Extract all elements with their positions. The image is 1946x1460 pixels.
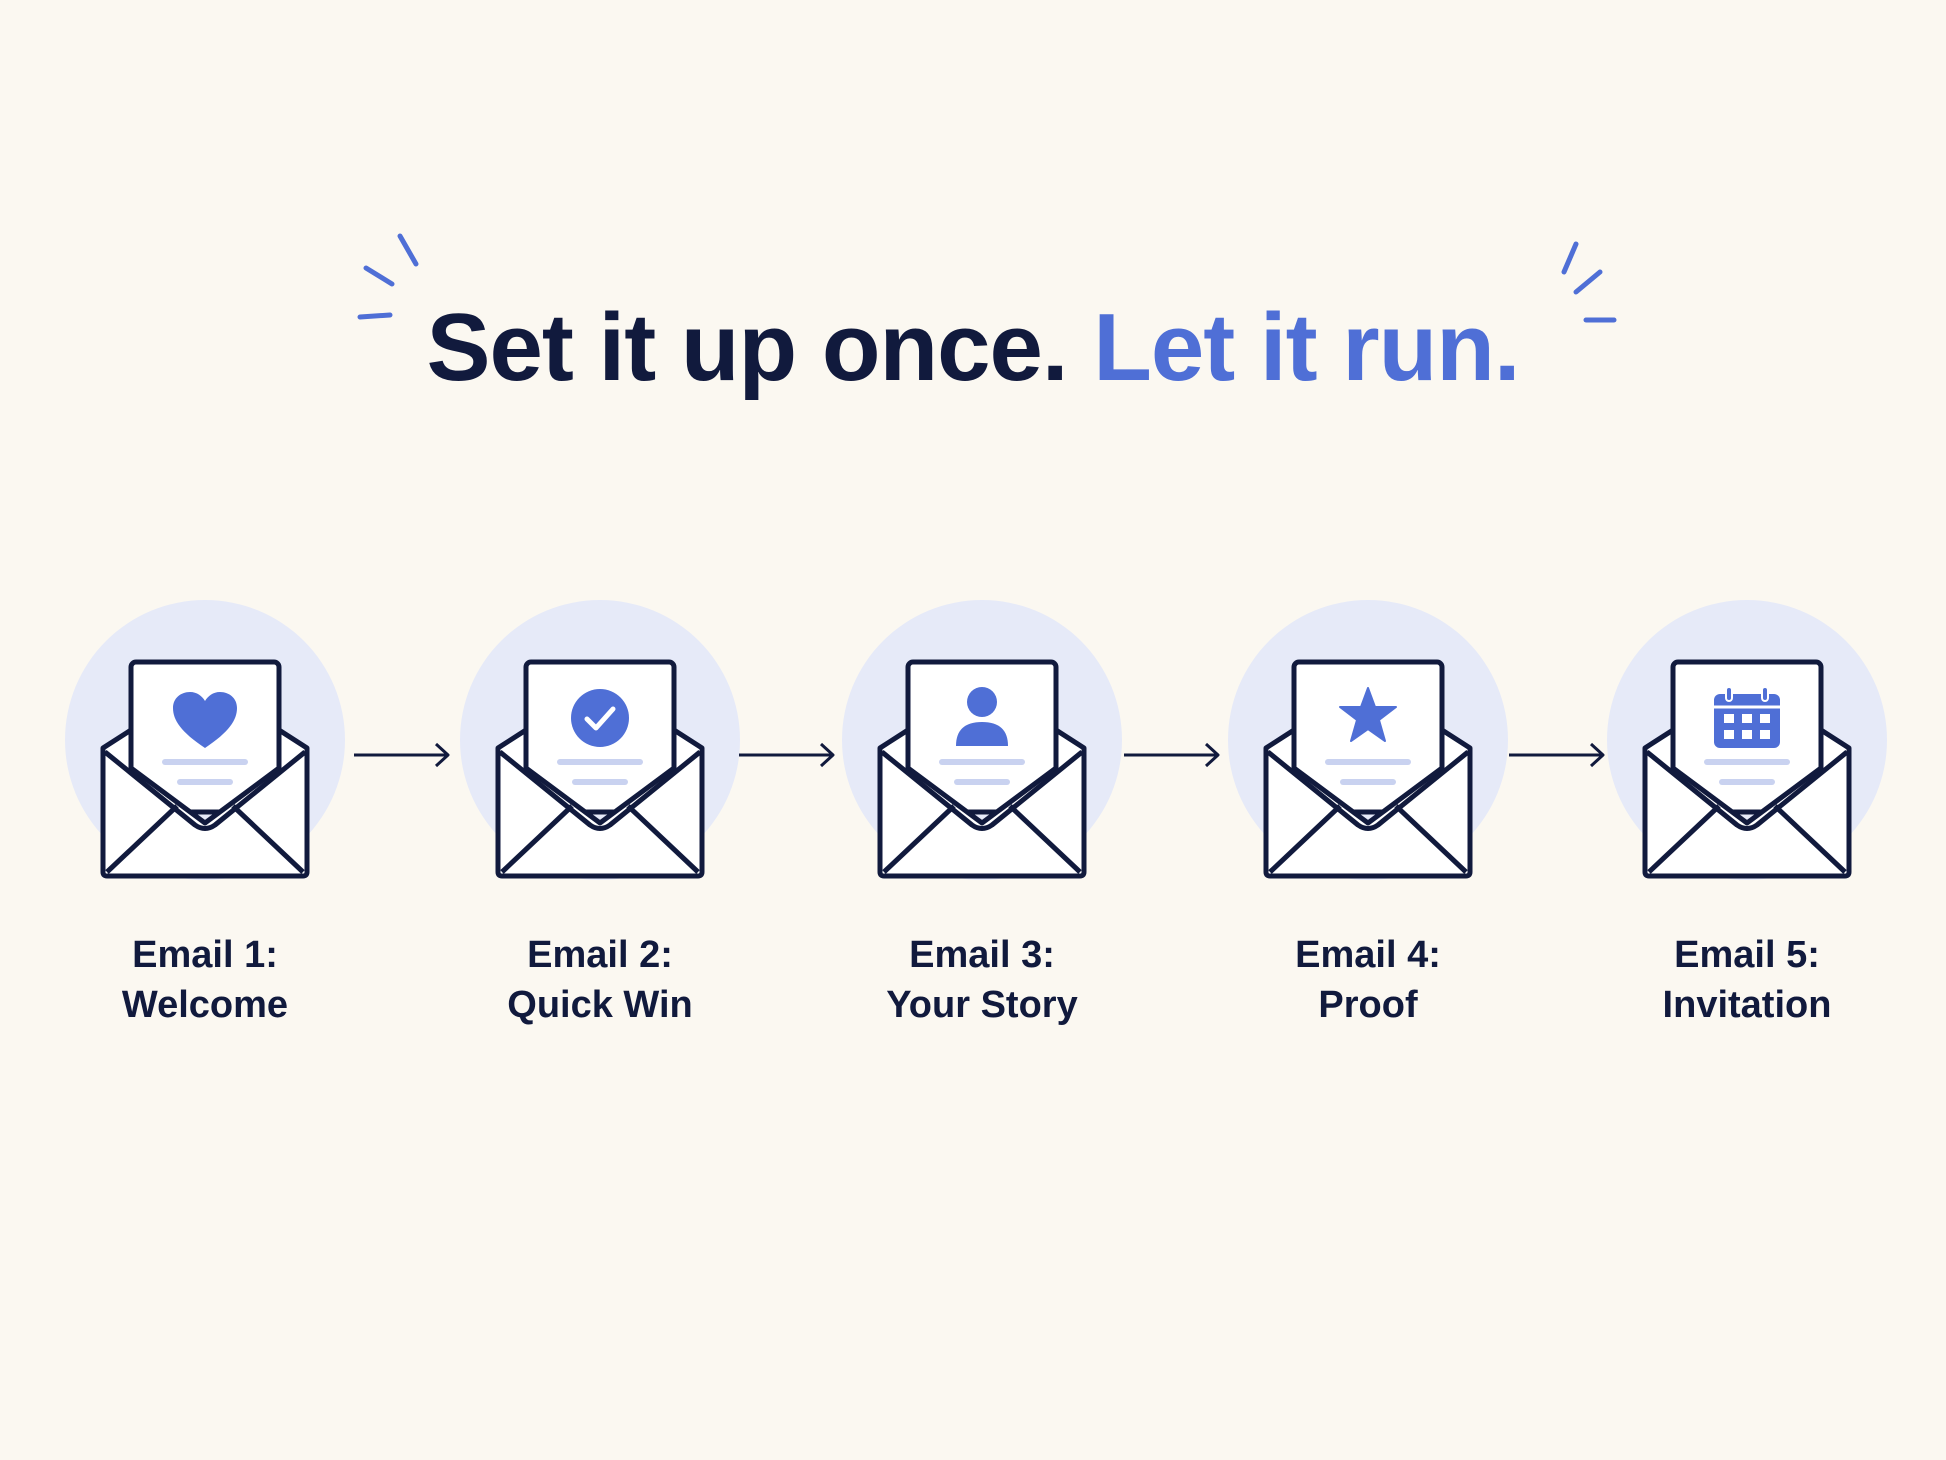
step-label: Email 1: Welcome — [45, 930, 365, 1030]
step-title: Your Story — [886, 984, 1078, 1026]
step-number: Email 1: — [132, 934, 278, 976]
headline-part-2: Let it run. — [1093, 294, 1520, 401]
step-title: Proof — [1318, 984, 1418, 1026]
step-number: Email 4: — [1295, 934, 1441, 976]
calendar-icon — [1714, 686, 1780, 748]
page-title: Set it up once. Let it run. — [0, 288, 1946, 408]
headline-part-1: Set it up once. — [426, 294, 1068, 401]
arrow-right-icon — [739, 742, 835, 768]
arrow-right-icon — [1509, 742, 1605, 768]
step-number: Email 5: — [1674, 934, 1820, 976]
heart-icon — [173, 692, 237, 748]
step-number: Email 2: — [527, 934, 673, 976]
arrow-right-icon — [354, 742, 450, 768]
sparkle-right-icon — [1561, 241, 1617, 323]
step-label: Email 4: Proof — [1208, 930, 1528, 1030]
step-email-3: Email 3: Your Story — [842, 590, 1122, 1050]
person-icon — [956, 687, 1008, 746]
step-title: Welcome — [121, 984, 289, 1026]
step-email-5: Email 5: Invitation — [1607, 590, 1887, 1050]
envelope-icon — [1228, 600, 1508, 880]
step-title: Quick Win — [507, 984, 693, 1026]
step-title: Invitation — [1662, 984, 1832, 1026]
step-email-2: Email 2: Quick Win — [460, 590, 740, 1050]
step-label: Email 2: Quick Win — [440, 930, 760, 1030]
star-icon — [1339, 687, 1397, 742]
step-email-4: Email 4: Proof — [1228, 590, 1508, 1050]
arrow-right-icon — [1124, 742, 1220, 768]
step-email-1: Email 1: Welcome — [65, 590, 345, 1050]
step-label: Email 3: Your Story — [822, 930, 1142, 1030]
step-label: Email 5: Invitation — [1587, 930, 1907, 1030]
sparkle-left-icon — [357, 233, 419, 320]
step-number: Email 3: — [909, 934, 1055, 976]
checkmark-circle-icon — [571, 689, 629, 747]
